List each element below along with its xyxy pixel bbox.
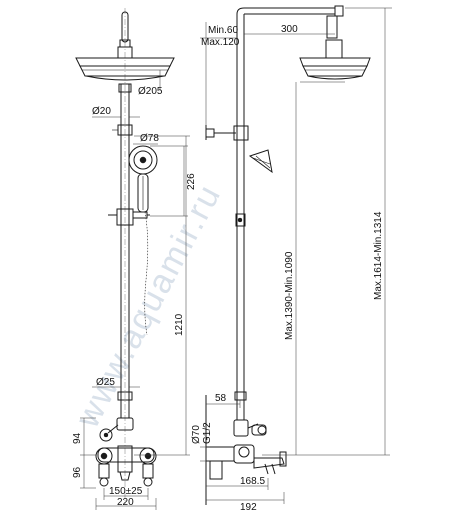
side-head-riser <box>326 15 338 39</box>
dim-column-height: 1210 <box>174 313 185 336</box>
side-arm-end <box>334 5 344 17</box>
front-hand-shower <box>128 145 158 213</box>
front-mixer <box>95 417 157 487</box>
side-view: Min.60 Max.120 300 Max.1390-Min.1090 Max… <box>191 5 392 513</box>
dim-head-diameter: Ø205 <box>138 86 163 97</box>
dim-arm-reach: 300 <box>281 24 298 35</box>
watermark-text: www.aquamir.ru <box>68 178 229 435</box>
dim-eccentric-diameter: Ø70 <box>191 425 202 444</box>
dim-arm-max: Max.120 <box>201 37 240 48</box>
dim-spout-reach: 168.5 <box>240 476 265 487</box>
dim-wall-offset: 58 <box>215 393 227 404</box>
front-top-riser <box>121 11 129 43</box>
dim-height-range-total: Max.1614-Min.1314 <box>373 211 384 300</box>
side-shower-head <box>299 39 371 80</box>
dim-mixer-width-front: 220 <box>117 497 134 508</box>
front-shower-head <box>75 46 175 81</box>
dim-thread: G1/2 <box>202 422 213 444</box>
dim-wall-centers: 150±25 <box>109 486 143 497</box>
dim-pipe-diameter-bottom: Ø25 <box>96 377 115 388</box>
front-slide-bracket <box>108 208 150 226</box>
side-hand-shower <box>248 149 273 174</box>
dim-side-depth: 192 <box>240 502 257 513</box>
side-wall-bracket <box>205 125 249 141</box>
dim-height-range-head: Max.1390-Min.1090 <box>284 251 295 340</box>
dim-pipe-diameter-top: Ø20 <box>92 106 111 117</box>
front-view: Ø205 Ø20 Ø78 226 Ø25 1210 94 96 150± <box>72 8 197 510</box>
side-slider <box>235 213 246 227</box>
front-lower-coupler <box>117 391 133 401</box>
side-lower-coupler <box>234 391 247 401</box>
dim-hand-shower-diameter: Ø78 <box>140 133 159 144</box>
front-upper-coupler <box>118 83 132 93</box>
dim-hand-shower-length: 226 <box>186 173 197 190</box>
side-mixer <box>205 419 287 480</box>
dim-mixer-lower: 96 <box>72 466 83 478</box>
dim-arm-min: Min.60 <box>208 25 238 36</box>
dim-mixer-upper: 94 <box>72 432 83 444</box>
